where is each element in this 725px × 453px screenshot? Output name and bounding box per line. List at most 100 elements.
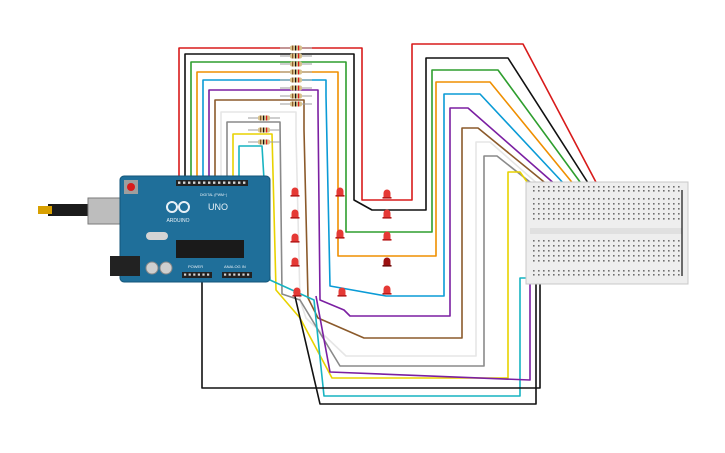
breadboard-hole	[583, 274, 585, 276]
breadboard-hole	[593, 198, 595, 200]
breadboard-hole	[593, 274, 595, 276]
breadboard-hole	[658, 270, 660, 272]
breadboard-hole	[668, 270, 670, 272]
resistor[interactable]	[280, 77, 312, 83]
wire-black-bottom-2[interactable]	[293, 278, 537, 405]
resistor[interactable]	[248, 139, 280, 145]
led[interactable]	[292, 287, 302, 297]
wire-white-top[interactable]	[220, 111, 541, 357]
breadboard-hole	[628, 213, 630, 215]
breadboard-hole	[618, 255, 620, 257]
breadboard-hole	[538, 240, 540, 242]
breadboard-hole	[668, 218, 670, 220]
breadboard-hole	[663, 218, 665, 220]
breadboard-hole	[613, 270, 615, 272]
resistor[interactable]	[280, 45, 312, 51]
wire-black-top[interactable]	[184, 53, 591, 211]
resistor[interactable]	[248, 127, 280, 133]
breadboard-hole	[558, 260, 560, 262]
breadboard-hole	[608, 274, 610, 276]
breadboard-hole	[658, 274, 660, 276]
wire-red-top[interactable]	[178, 43, 599, 201]
resistor[interactable]	[280, 85, 312, 91]
breadboard-hole	[658, 255, 660, 257]
breadboard-hole	[663, 190, 665, 192]
wire-purple-top[interactable]	[208, 89, 558, 317]
breadboard-hole	[598, 274, 600, 276]
led[interactable]	[335, 187, 345, 197]
breadboard-hole	[573, 255, 575, 257]
wire-gray-top[interactable]	[226, 121, 536, 367]
breadboard-hole	[538, 198, 540, 200]
led[interactable]	[382, 231, 392, 241]
led[interactable]	[382, 285, 392, 295]
breadboard-hole	[553, 255, 555, 257]
led[interactable]	[382, 189, 392, 199]
breadboard-hole	[618, 190, 620, 192]
breadboard-hole	[633, 218, 635, 220]
wire-blue-top[interactable]	[202, 79, 567, 297]
breadboard-hole	[673, 245, 675, 247]
wire-yellow-top[interactable]	[232, 133, 531, 379]
breadboard-hole	[648, 260, 650, 262]
breadboard-hole	[678, 250, 680, 252]
breadboard-hole	[563, 240, 565, 242]
breadboard[interactable]	[525, 181, 689, 285]
breadboard-hole	[598, 260, 600, 262]
breadboard-hole	[628, 218, 630, 220]
led[interactable]	[290, 257, 300, 267]
wire-purple-bottom[interactable]	[315, 278, 531, 381]
led[interactable]	[335, 229, 345, 239]
breadboard-hole	[678, 274, 680, 276]
resistor[interactable]	[280, 93, 312, 99]
breadboard-hole	[628, 255, 630, 257]
resistor[interactable]	[280, 61, 312, 67]
breadboard-hole	[568, 274, 570, 276]
breadboard-hole	[648, 190, 650, 192]
breadboard-hole	[593, 213, 595, 215]
resistor[interactable]	[280, 53, 312, 59]
breadboard-hole	[658, 245, 660, 247]
breadboard-hole	[558, 190, 560, 192]
header-pin	[247, 273, 250, 276]
breadboard-hole	[543, 245, 545, 247]
resistor[interactable]	[280, 101, 312, 107]
resistor[interactable]	[280, 69, 312, 75]
breadboard-hole	[623, 240, 625, 242]
breadboard-hole	[638, 274, 640, 276]
breadboard-hole	[608, 213, 610, 215]
led[interactable]	[290, 187, 300, 197]
resistor[interactable]	[248, 115, 280, 121]
led[interactable]	[382, 209, 392, 219]
arduino-uno-board[interactable]: ARDUINO UNO DIGITAL (PWM~) POWER ANALOG …	[38, 175, 271, 283]
power-label: POWER	[188, 264, 203, 269]
breadboard-hole	[588, 203, 590, 205]
breadboard-hole	[578, 255, 580, 257]
breadboard-hole	[678, 213, 680, 215]
breadboard-hole	[548, 240, 550, 242]
header-pin	[203, 181, 206, 184]
breadboard-hole	[588, 260, 590, 262]
breadboard-hole	[593, 190, 595, 192]
led[interactable]	[290, 209, 300, 219]
led[interactable]	[382, 257, 392, 267]
breadboard-hole	[598, 218, 600, 220]
breadboard-hole	[548, 218, 550, 220]
breadboard-hole	[668, 260, 670, 262]
breadboard-hole	[678, 208, 680, 210]
led[interactable]	[290, 233, 300, 243]
arduino-logo-icon	[166, 201, 190, 213]
wire-green-top[interactable]	[190, 61, 584, 233]
power-jack	[110, 256, 140, 276]
breadboard-hole	[533, 203, 535, 205]
header-pin	[224, 273, 227, 276]
breadboard-hole	[558, 240, 560, 242]
wire-brown-top[interactable]	[214, 99, 550, 339]
led[interactable]	[337, 287, 347, 297]
reset-button-cap[interactable]	[127, 183, 135, 191]
breadboard-hole	[673, 250, 675, 252]
breadboard-hole	[588, 213, 590, 215]
wire-orange-top[interactable]	[196, 71, 576, 257]
wire-cyan-top[interactable]	[238, 145, 534, 397]
breadboard-hole	[658, 260, 660, 262]
